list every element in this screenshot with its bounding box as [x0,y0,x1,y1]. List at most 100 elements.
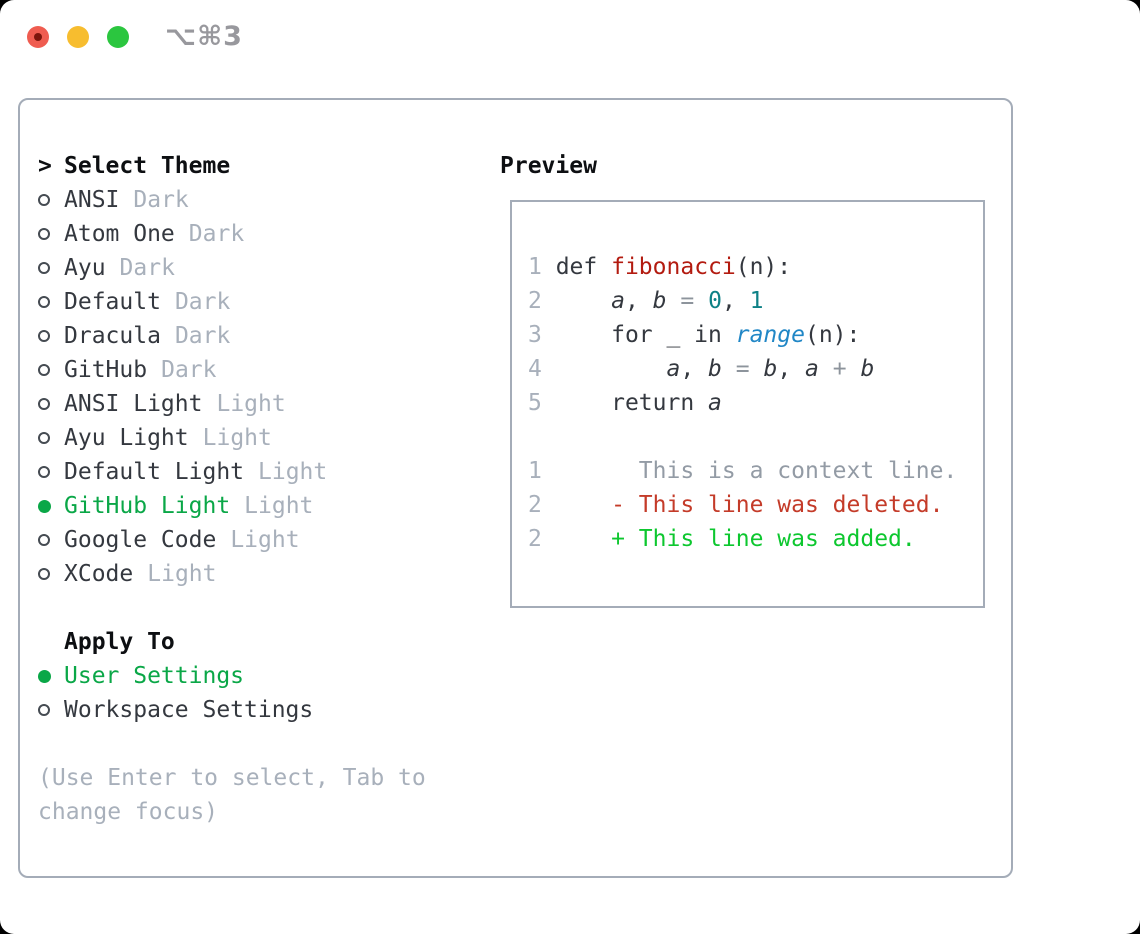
radio-icon [38,398,50,410]
theme-list: ANSI Dark Atom One Dark Ayu Dark Default… [38,183,478,591]
theme-variant-badge: Dark [161,357,217,383]
theme-name: Google Code [64,527,217,553]
theme-name: Ayu [64,255,106,281]
select-theme-title: Select Theme [64,153,231,179]
code-segment: (n): [804,322,861,348]
code-segment [542,526,611,552]
radio-icon [38,466,50,478]
radio-icon [38,568,50,580]
theme-variant-badge: Light [202,425,272,451]
theme-option-row[interactable]: Ayu Light Light [38,421,478,455]
close-dot-icon [34,33,42,41]
spacer [38,727,478,761]
theme-name: XCode [64,561,134,587]
window-shortcut-label: ⌥⌘3 [165,21,243,52]
theme-name: Default Light [64,459,245,485]
apply-option-row[interactable]: Workspace Settings [38,693,478,727]
theme-variant-badge: Dark [133,187,189,213]
minimize-button[interactable] [67,26,89,48]
radio-cell [38,296,64,308]
code-segment [542,356,667,382]
cursor-icon: > [38,153,52,179]
theme-option-row[interactable]: Dracula Dark [38,319,478,353]
theme-option-row[interactable]: ANSI Dark [38,183,478,217]
code-segment: (n): [735,254,792,280]
code-line: 2 a, b = 0, 1 [528,284,957,318]
radio-icon [38,228,50,240]
theme-option-row[interactable]: Default Dark [38,285,478,319]
theme-name: GitHub Light [64,493,231,519]
radio-cell [38,704,64,716]
theme-variant-badge: Light [230,527,300,553]
theme-selector-panel: > Select Theme ANSI Dark Atom One Dark A… [18,98,1013,878]
code-segment: b [708,356,722,382]
code-segment: + This line was added. [611,526,916,552]
code-segment [542,288,611,314]
line-number: 2 [528,492,542,518]
code-segment: , [777,356,806,382]
theme-name: Ayu Light [64,425,189,451]
radio-icon [38,194,50,206]
code-segment: 1 [749,288,764,314]
radio-icon [38,330,50,342]
theme-option-row[interactable]: XCode Light [38,557,478,591]
code-line: 3 for _ in range(n): [528,318,957,352]
radio-cell [38,194,64,206]
theme-option-row[interactable]: Atom One Dark [38,217,478,251]
code-segment: a [611,288,625,314]
code-segment: This is a context line. [541,458,958,484]
code-segment: def [541,254,612,280]
theme-option-row[interactable]: Google Code Light [38,523,478,557]
code-segment: return [541,390,709,416]
code-segment: a [708,390,722,416]
apply-option-label: User Settings [64,663,245,689]
code-segment: = [735,356,750,382]
code-line: 4 a, b = b, a + b [528,352,957,386]
radio-cell [38,432,64,444]
zoom-button[interactable] [107,26,129,48]
code-line: 5 return a [528,386,957,420]
code-segment: , [680,356,709,382]
radio-cell [38,669,64,683]
cursor-cell: > [38,153,64,179]
radio-icon [38,499,51,513]
theme-variant-badge: Dark [188,221,245,247]
code-segment: 0 [708,288,722,314]
theme-name: Dracula [64,323,161,349]
radio-icon [38,296,50,308]
close-button[interactable] [27,26,49,48]
radio-cell [38,398,64,410]
theme-option-row[interactable]: GitHub Light Light [38,489,478,523]
radio-cell [38,466,64,478]
code-segment: b [652,288,667,314]
theme-option-row[interactable]: Default Light Light [38,455,478,489]
apply-to-list: User Settings Workspace Settings [38,659,478,727]
radio-cell [38,364,64,376]
code-segment [722,356,736,382]
apply-to-header: Apply To [38,625,478,659]
code-segment [542,492,611,518]
theme-option-row[interactable]: GitHub Dark [38,353,478,387]
preview-title: Preview [500,153,597,179]
code-segment: for _ in [541,322,736,348]
theme-option-row[interactable]: ANSI Light Light [38,387,478,421]
radio-cell [38,568,64,580]
theme-name: ANSI [64,187,120,213]
theme-variant-badge: Dark [174,289,231,315]
keyboard-hint: (Use Enter to select, Tab to change focu… [38,765,426,825]
code-segment: fibonacci [611,254,736,280]
apply-option-row[interactable]: User Settings [38,659,478,693]
radio-cell [38,262,64,274]
radio-icon [38,432,50,444]
radio-icon [38,669,51,683]
theme-variant-badge: Dark [119,255,175,281]
code-line: 1 def fibonacci(n): [528,250,957,284]
theme-selector-column: > Select Theme ANSI Dark Atom One Dark A… [38,149,478,829]
code-line [528,420,957,454]
code-line: 2 - This line was deleted. [528,488,957,522]
theme-option-row[interactable]: Ayu Dark [38,251,478,285]
radio-cell [38,534,64,546]
radio-cell [38,330,64,342]
radio-cell [38,228,64,240]
